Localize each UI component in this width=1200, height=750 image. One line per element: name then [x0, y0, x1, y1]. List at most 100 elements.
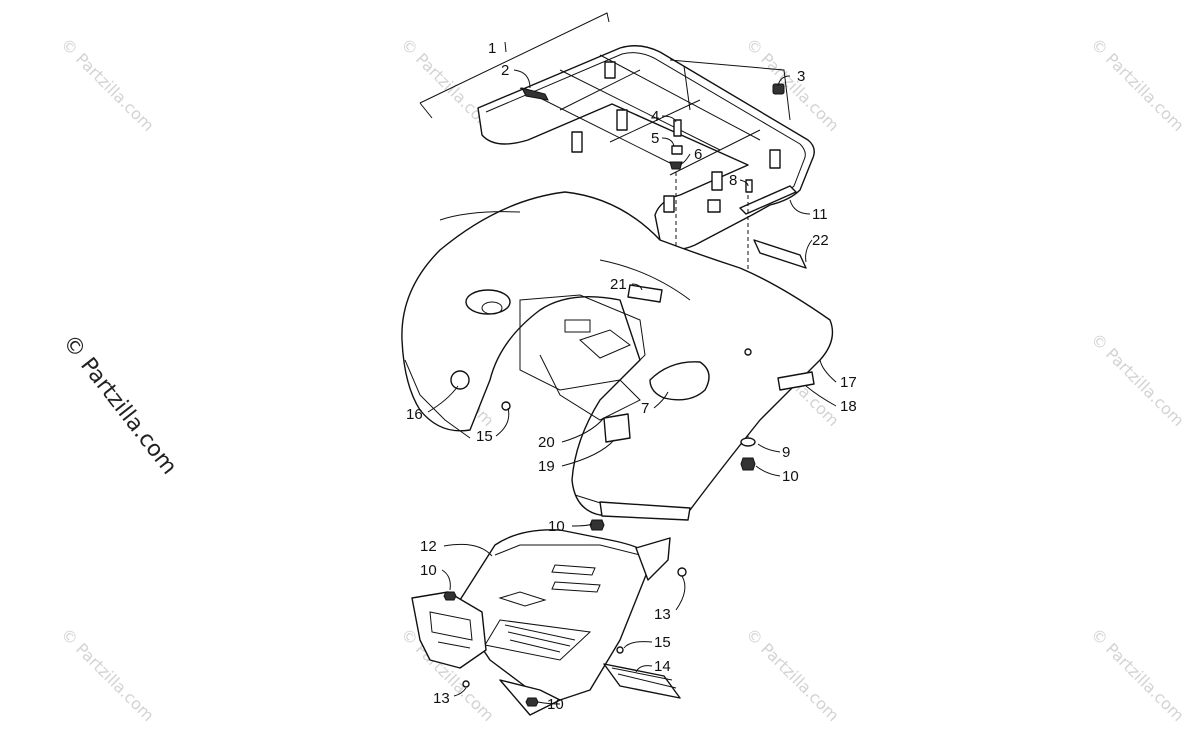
leader-line: [571, 523, 593, 527]
watermark-tile: © Partzilla.com: [57, 624, 158, 725]
rack-mount-tab: [604, 61, 616, 79]
bolt-icon: [745, 179, 753, 193]
watermark-main: © Partzilla.com: [57, 330, 181, 479]
callout-10: 10: [547, 696, 564, 713]
leader-lines: [427, 41, 837, 705]
knob-icon: [450, 370, 470, 390]
nut-icon: [525, 697, 539, 707]
leader-line: [679, 153, 691, 165]
leader-line: [777, 75, 791, 87]
hole-icon: [744, 348, 752, 356]
leader-line: [441, 569, 451, 591]
rack-crossbar: [599, 54, 761, 141]
leader-line: [653, 391, 669, 409]
callout-2: 2: [501, 62, 509, 79]
storage-box-outline: [519, 294, 646, 391]
storage-box-lower: [539, 354, 641, 421]
callout-11: 11: [812, 206, 828, 223]
rack-crossbar: [519, 87, 681, 169]
cup-holder-inner: [481, 301, 503, 315]
callout-3: 3: [797, 68, 805, 85]
footwell-step: [498, 591, 547, 607]
callout-18: 18: [840, 398, 857, 415]
rack-mount-tab: [663, 195, 675, 213]
callout-15: 15: [654, 634, 671, 651]
screw-icon: [616, 646, 624, 654]
rack-bracket-part: [521, 87, 549, 101]
panel-recess: [429, 611, 473, 641]
fender-flap: [599, 501, 691, 521]
rack-mount-tab: [711, 171, 723, 191]
nut-icon: [589, 519, 605, 531]
callout-4: 4: [651, 108, 659, 125]
rack-crossbar: [669, 129, 761, 176]
callout-9: 9: [782, 444, 790, 461]
decal-22: [753, 239, 807, 269]
leader-line: [443, 543, 493, 557]
leader-line: [661, 115, 677, 123]
callout-14: 14: [654, 658, 671, 675]
callout-labels: 1 2 3 4 5 6 7 8 9 10 10 10 10 11 12 13 1…: [406, 40, 857, 713]
footwell-body: [459, 529, 653, 701]
callout-13: 13: [433, 690, 450, 707]
rack-mount-tab: [616, 109, 628, 131]
watermark-tile: © Partzilla.com: [1087, 329, 1188, 430]
callout-22: 22: [812, 232, 829, 249]
callout-10: 10: [420, 562, 437, 579]
footwell-floor: [484, 619, 592, 661]
floor-tread: [504, 624, 576, 653]
rear-rack: [419, 12, 815, 251]
rack-mount-tab: [571, 131, 583, 153]
screw-icon: [462, 680, 470, 688]
callout-21: 21: [610, 276, 627, 293]
cover-plate: [649, 361, 710, 401]
panel-recess: [437, 641, 471, 649]
callout-6: 6: [694, 146, 702, 163]
leader-line: [537, 701, 561, 705]
screw-icon: [677, 567, 687, 577]
rack-hardware: [669, 83, 807, 269]
leader-line: [561, 417, 605, 443]
decal-21: [627, 284, 663, 303]
washer-icon: [669, 161, 683, 170]
footwell-slot: [551, 581, 601, 593]
rack-crossbar: [609, 99, 701, 143]
fender-contour: [439, 211, 521, 221]
leader-line: [623, 641, 653, 649]
leader-line: [757, 443, 781, 453]
callout-7: 7: [641, 400, 649, 417]
footwell-right-panel: [635, 537, 671, 581]
nut-icon: [740, 457, 756, 471]
nut-icon: [443, 591, 457, 601]
leader-line: [561, 439, 615, 467]
storage-lid: [579, 329, 631, 359]
footwell-rim: [494, 544, 641, 556]
leader-line: [819, 359, 837, 383]
spacer-icon: [671, 145, 683, 155]
rack-mount-tab: [769, 149, 781, 169]
callout-19: 19: [538, 458, 555, 475]
fender-body: [401, 191, 834, 516]
washer-icon: [740, 437, 756, 447]
rack-crossbar: [559, 69, 721, 151]
rack-crossbar: [559, 69, 641, 111]
callout-10: 10: [548, 518, 565, 535]
callout-15: 15: [476, 428, 493, 445]
rack-reflector: [739, 185, 797, 215]
callout-13: 13: [654, 606, 671, 623]
leader-line: [513, 69, 531, 89]
step-plate-tread: [611, 667, 677, 689]
screw-icon: [501, 401, 511, 411]
rear-fender: [401, 191, 834, 521]
rack-outer-rail: [477, 45, 815, 251]
leader-line: [789, 199, 811, 215]
step-plate: [603, 663, 681, 699]
watermark-tile: © Partzilla.com: [57, 34, 158, 135]
footwell-slot: [551, 564, 596, 576]
leader-line: [427, 385, 459, 413]
leader-line: [805, 239, 813, 263]
decal-18: [777, 371, 815, 391]
fender-contour: [599, 259, 691, 301]
callout-16: 16: [406, 406, 423, 423]
